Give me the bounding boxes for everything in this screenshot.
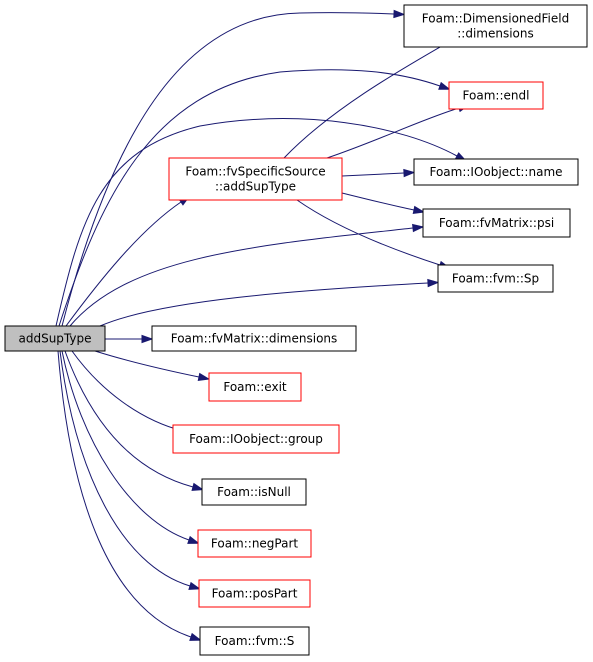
arrowhead-fvSpecificSource-to-ioobjectName (403, 168, 416, 178)
node-label-endl-0: Foam::endl (463, 89, 530, 103)
edge-fvSpecificSource-to-fvmSp (296, 199, 441, 266)
node-box-ioobjectGroup[interactable] (172, 424, 340, 454)
node-negPart[interactable]: Foam::negPart (197, 529, 312, 558)
node-label-fvSpecificSource-1: ::addSupType (215, 180, 296, 194)
edge-addSupType-to-ioobjectGroup (71, 350, 184, 432)
edge-addSupType-to-fvmS (57, 350, 192, 638)
edge-addSupType-to-endl (58, 69, 441, 327)
node-box-negPart[interactable] (197, 529, 312, 558)
edge-addSupType-to-exit (94, 350, 200, 378)
node-box-ioobjectName[interactable] (413, 158, 579, 186)
arrowhead-addSupType-to-fvMatrixDimensions (141, 334, 154, 344)
node-label-negPart-0: Foam::negPart (211, 537, 299, 551)
node-box-fvMatrixPsi[interactable] (422, 208, 571, 238)
edge-fvSpecificSource-to-ioobjectName (341, 172, 405, 177)
node-isNull[interactable]: Foam::isNull (201, 478, 307, 506)
node-dimensionedField[interactable]: Foam::DimensionedField::dimensions (403, 4, 588, 48)
edge-addSupType-to-fvSpecificSource (65, 201, 182, 327)
arrowhead-addSupType-to-dimensionedField (393, 9, 406, 19)
arrowhead-fvSpecificSource-to-fvMatrixPsi (412, 205, 426, 215)
edge-addSupType-to-negPart (61, 350, 190, 541)
node-label-ioobjectName-0: Foam::IOobject::name (429, 165, 562, 179)
node-label-ioobjectGroup-0: Foam::IOobject::group (189, 432, 323, 446)
edge-addSupType-to-ioobjectName (55, 118, 458, 327)
node-box-fvSpecificSource[interactable] (168, 157, 343, 201)
node-fvSpecificSource[interactable]: Foam::fvSpecificSource::addSupType (168, 157, 343, 201)
node-fvMatrixDimensions[interactable]: Foam::fvMatrix::dimensions (151, 325, 357, 352)
node-fvmS[interactable]: Foam::fvm::S (199, 626, 310, 656)
edge-addSupType-to-fvMatrixPsi (69, 227, 414, 327)
arrowhead-addSupType-to-posPart (188, 581, 202, 590)
node-box-fvMatrixDimensions[interactable] (151, 325, 357, 352)
node-box-fvmSp[interactable] (437, 264, 554, 293)
arrowhead-addSupType-to-isNull (191, 482, 205, 491)
node-label-dimensionedField-0: Foam::DimensionedField (422, 12, 569, 26)
edge-fvSpecificSource-to-fvMatrixPsi (341, 192, 415, 211)
node-endl[interactable]: Foam::endl (448, 81, 544, 110)
arrowhead-addSupType-to-exit (197, 372, 211, 382)
node-label-fvMatrixPsi-0: Foam::fvMatrix::psi (439, 216, 554, 230)
edge-fvSpecificSource-to-endl (326, 107, 460, 159)
node-box-exit[interactable] (208, 372, 302, 402)
edge-addSupType-to-dimensionedField (61, 12, 395, 327)
node-box-endl[interactable] (448, 81, 544, 110)
node-box-addSupType[interactable] (4, 325, 106, 352)
node-label-addSupType-0: addSupType (19, 332, 92, 346)
node-box-isNull[interactable] (201, 478, 307, 506)
node-label-isNull-0: Foam::isNull (217, 485, 291, 499)
node-box-fvmS[interactable] (199, 626, 310, 656)
node-posPart[interactable]: Foam::posPart (198, 579, 311, 608)
arrowhead-addSupType-to-fvmSp (427, 278, 440, 288)
edge-addSupType-to-fvmSp (99, 282, 429, 327)
arrowhead-addSupType-to-fvmS (189, 632, 202, 641)
arrowhead-addSupType-to-endl (438, 81, 451, 90)
node-box-posPart[interactable] (198, 579, 311, 608)
node-exit[interactable]: Foam::exit (208, 372, 302, 402)
node-fvmSp[interactable]: Foam::fvm::Sp (437, 264, 554, 293)
node-label-posPart-0: Foam::posPart (212, 587, 298, 601)
edge-addSupType-to-isNull (64, 350, 194, 488)
node-label-fvmS-0: Foam::fvm::S (215, 634, 295, 648)
edge-addSupType-to-posPart (59, 350, 191, 587)
node-label-dimensionedField-1: ::dimensions (457, 27, 534, 41)
node-ioobjectName[interactable]: Foam::IOobject::name (413, 158, 579, 186)
node-label-fvMatrixDimensions-0: Foam::fvMatrix::dimensions (171, 332, 338, 346)
arrowhead-addSupType-to-negPart (187, 535, 200, 544)
node-addSupType[interactable]: addSupType (4, 325, 106, 352)
node-ioobjectGroup[interactable]: Foam::IOobject::group (172, 424, 340, 454)
node-label-exit-0: Foam::exit (223, 380, 287, 394)
node-label-fvSpecificSource-0: Foam::fvSpecificSource (185, 165, 325, 179)
nodes-layer: addSupType Foam::fvSpecificSource::addSup… (4, 4, 588, 656)
edge-fvSpecificSource-to-dimensionedField (283, 42, 448, 159)
arrowhead-addSupType-to-fvMatrixPsi (412, 223, 425, 233)
node-box-dimensionedField[interactable] (403, 4, 588, 48)
node-label-fvmSp-0: Foam::fvm::Sp (452, 272, 539, 286)
node-fvMatrixPsi[interactable]: Foam::fvMatrix::psi (422, 208, 571, 238)
